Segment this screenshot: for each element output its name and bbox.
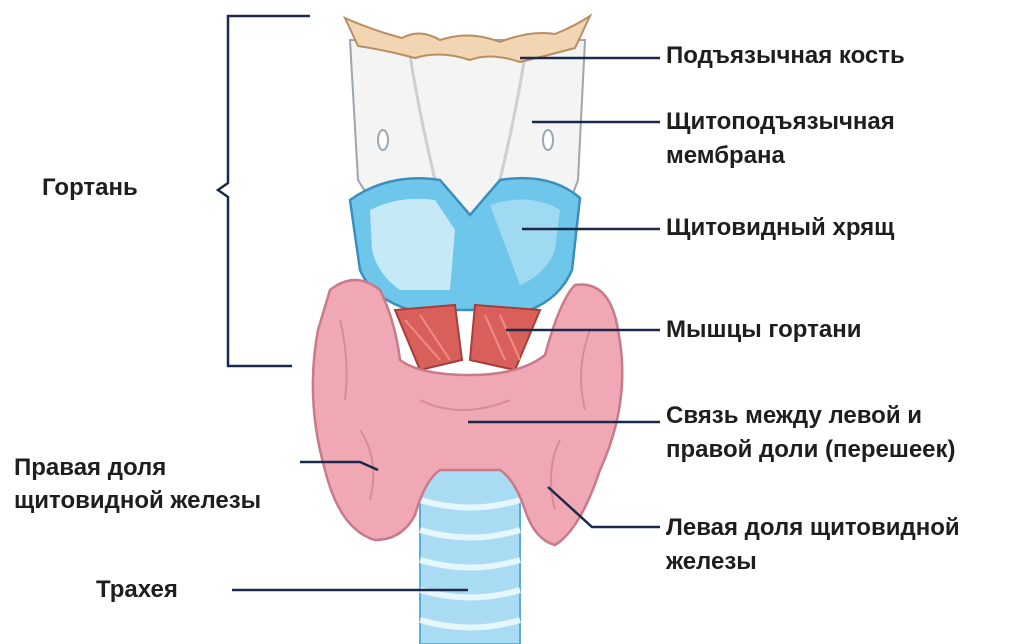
- label-trachea: Трахея: [96, 574, 178, 606]
- label-left-lobe-2: железы: [666, 546, 757, 578]
- label-isthmus-2: правой доли (перешеек): [666, 434, 956, 466]
- label-isthmus-1: Связь между левой и: [666, 400, 922, 432]
- label-thyrohyoid-membrane-2: мембрана: [666, 140, 785, 172]
- label-right-lobe-1: Правая доля: [14, 452, 166, 484]
- label-right-lobe-2: щитовидной железы: [14, 485, 261, 517]
- label-hyoid-bone: Подъязычная кость: [666, 40, 905, 72]
- trachea: [420, 470, 520, 644]
- larynx-bracket: [218, 16, 310, 366]
- laryngeal-muscles: [395, 305, 540, 370]
- label-thyroid-cartilage: Щитовидный хрящ: [666, 212, 894, 244]
- label-thyrohyoid-membrane-1: Щитоподъязычная: [666, 106, 895, 138]
- label-laryngeal-muscles: Мышцы гортани: [666, 314, 861, 346]
- label-larynx: Гортань: [42, 172, 138, 204]
- label-left-lobe-1: Левая доля щитовидной: [666, 512, 960, 544]
